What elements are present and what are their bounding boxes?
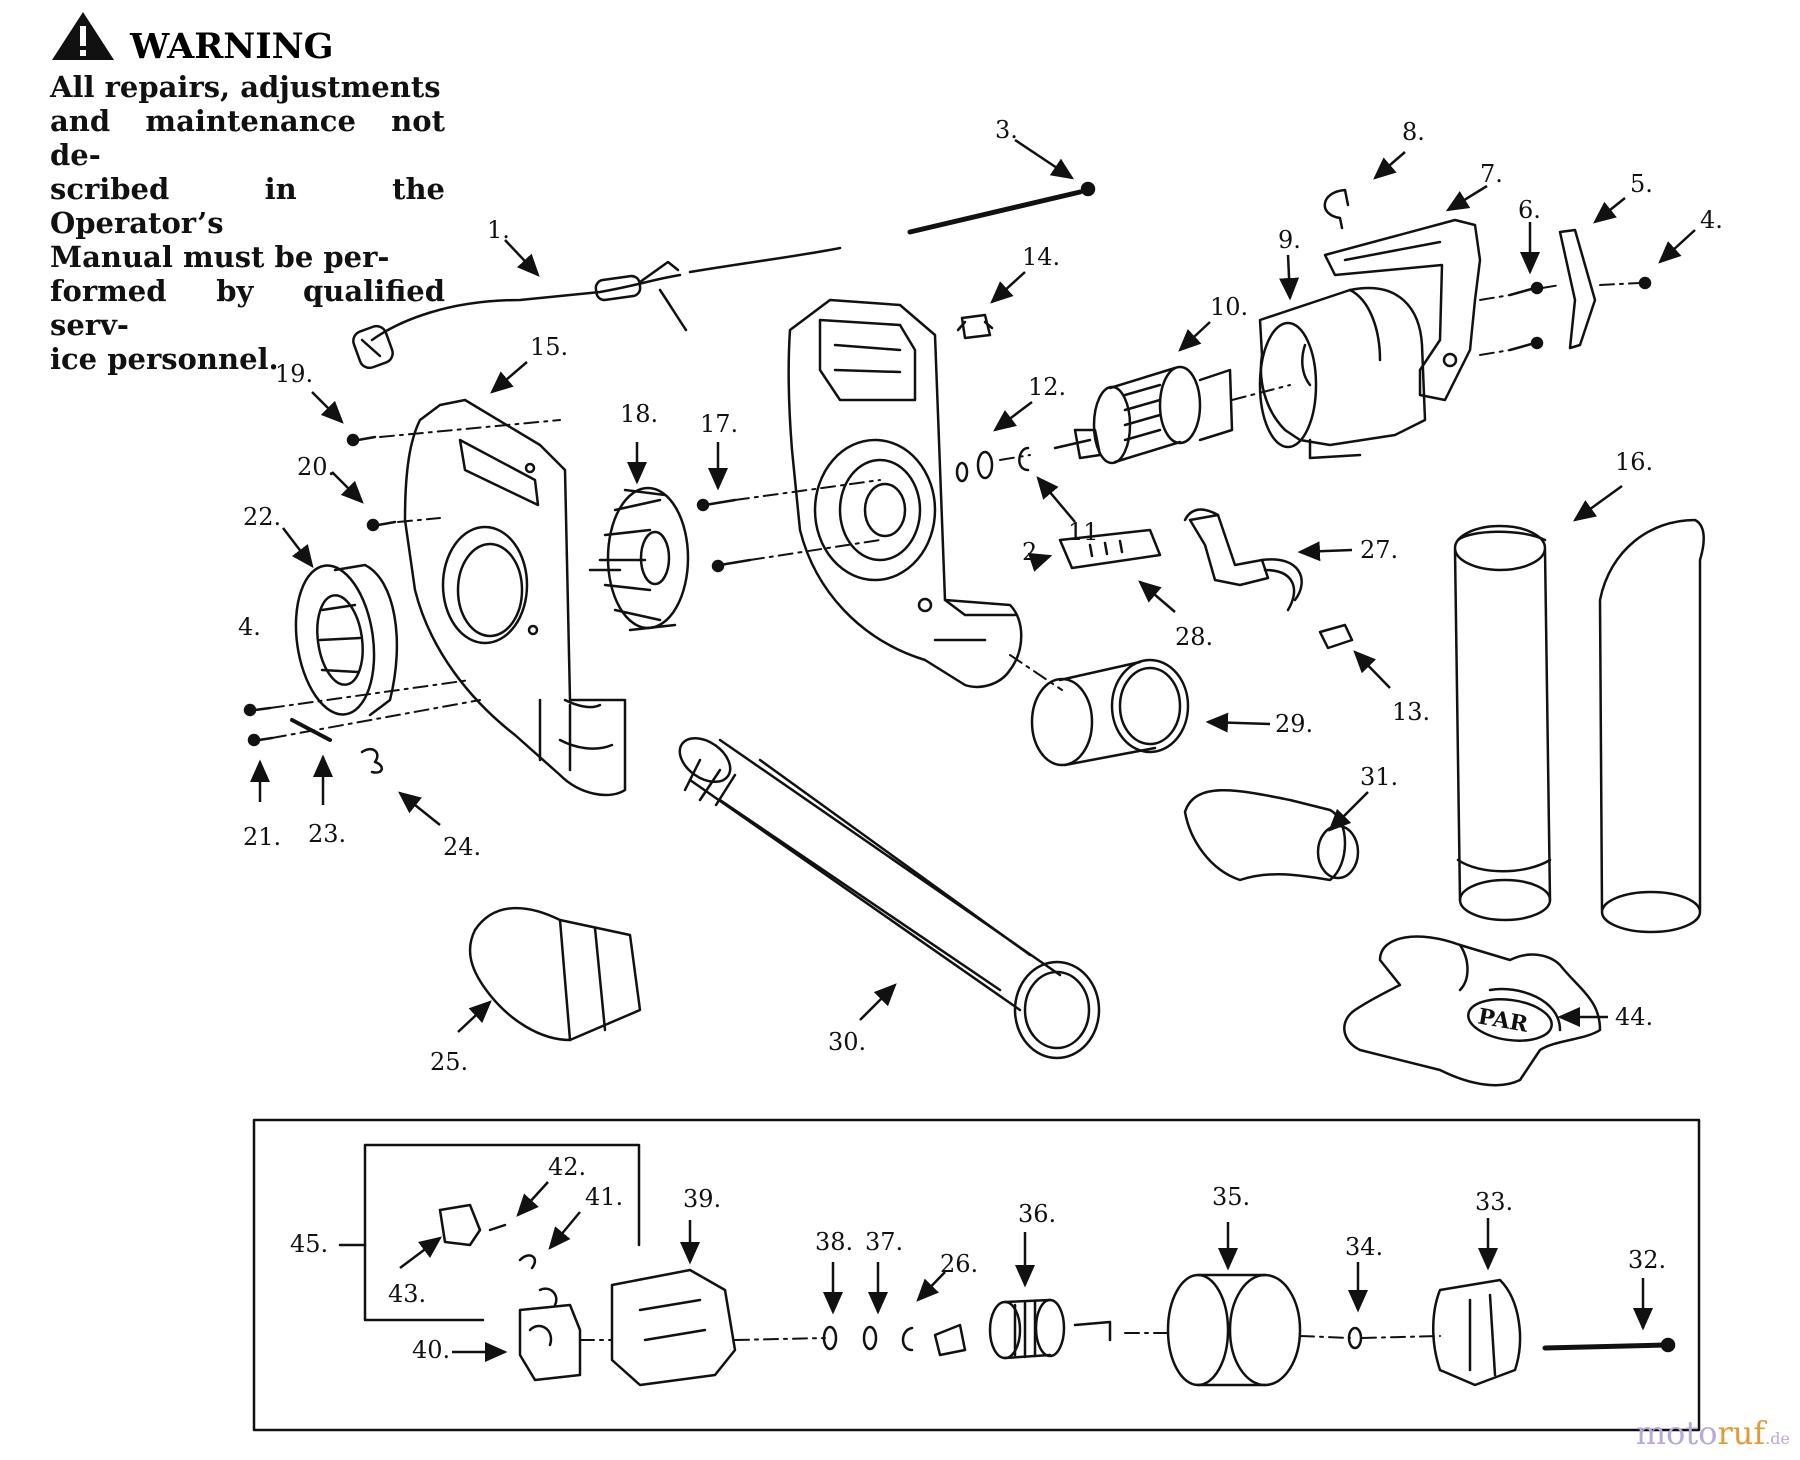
- small-parts-left: [243, 703, 383, 774]
- callout-19: 19.: [275, 360, 313, 388]
- watermark: motoruf.de: [1636, 1414, 1790, 1452]
- washers-part: [955, 446, 1030, 483]
- callout-labels: 1. 2. 3. 4. 4. 5. 6. 7. 8. 9. 10. 11 12.…: [238, 116, 1723, 1364]
- brush-holder-part: [518, 1303, 582, 1382]
- callout-37: 37.: [865, 1228, 903, 1256]
- screw-4-right-part: [1638, 276, 1652, 290]
- callout-22: 22.: [243, 503, 281, 531]
- left-housing-part: [403, 398, 627, 797]
- callout-4-left: 4.: [238, 613, 261, 641]
- kit-box: [252, 1118, 1701, 1432]
- nozzle-part: [468, 906, 642, 1042]
- callout-33: 33.: [1475, 1188, 1513, 1216]
- spring-clip-part: [1323, 188, 1350, 230]
- callout-42: 42.: [548, 1153, 586, 1181]
- callout-9: 9.: [1278, 226, 1301, 254]
- callout-23: 23.: [308, 820, 346, 848]
- callout-34: 34.: [1345, 1233, 1383, 1261]
- screws-19-20-part: [346, 433, 397, 532]
- motor-housing-part: [1258, 286, 1427, 460]
- vacuum-tube-part: [1453, 524, 1552, 922]
- callout-43: 43.: [388, 1280, 426, 1308]
- tie-strap-part: [907, 181, 1096, 235]
- bracket-5-part: [1558, 228, 1597, 350]
- callout-27: 27.: [1360, 536, 1398, 564]
- callout-35: 35.: [1212, 1183, 1250, 1211]
- warning-line-2: and maintenance not de-: [50, 104, 445, 172]
- elbow-part: [1183, 789, 1360, 882]
- callout-32: 32.: [1628, 1246, 1666, 1274]
- callout-36: 36.: [1018, 1200, 1056, 1228]
- blower-tube-part: [1598, 518, 1705, 934]
- callout-8: 8.: [1402, 118, 1425, 146]
- callout-18: 18.: [620, 400, 658, 428]
- callout-21: 21.: [243, 823, 281, 851]
- callout-6: 6.: [1518, 196, 1541, 224]
- field-cylinder-part: [1166, 1273, 1230, 1387]
- callout-16: 16.: [1615, 448, 1653, 476]
- callout-29: 29.: [1275, 710, 1313, 738]
- armature-small-part: [933, 1323, 967, 1357]
- callout-1: 1.: [487, 216, 510, 244]
- switch-part: [1183, 508, 1303, 612]
- callout-45: 45.: [290, 1230, 328, 1258]
- end-housing-part: [610, 1268, 737, 1387]
- callout-39: 39.: [683, 1185, 721, 1213]
- callout-41: 41.: [585, 1183, 623, 1211]
- callout-28: 28.: [1175, 623, 1213, 651]
- watermark-part-1: moto: [1635, 1414, 1718, 1452]
- callout-10: 10.: [1210, 293, 1248, 321]
- callout-14: 14.: [1022, 243, 1060, 271]
- callout-38: 38.: [815, 1228, 853, 1256]
- callout-44: 44.: [1615, 1003, 1653, 1031]
- warning-body: All repairs, adjustments and maintenance…: [50, 70, 445, 376]
- long-tube-part: [678, 736, 1101, 1060]
- watermark-part-3: .de: [1765, 1429, 1790, 1448]
- switch-clip-part: [956, 313, 994, 340]
- callout-4-right: 4.: [1700, 206, 1723, 234]
- callout-2: 2.: [1022, 538, 1045, 566]
- callout-24: 24.: [443, 833, 481, 861]
- screws-17-part: [696, 498, 752, 573]
- right-housing-part: [787, 298, 1023, 689]
- callout-12: 12.: [1028, 373, 1066, 401]
- callout-15: 15.: [530, 333, 568, 361]
- warning-line-3: scribed in the Operator’s: [50, 172, 445, 240]
- warning-line-1: All repairs, adjustments: [50, 70, 441, 104]
- terminal-plug-part: [438, 1203, 482, 1247]
- callout-17: 17.: [700, 410, 738, 438]
- callout-26: 26.: [940, 1250, 978, 1278]
- callout-5: 5.: [1630, 170, 1653, 198]
- callout-20: 20.: [297, 453, 335, 481]
- callout-25: 25.: [430, 1048, 468, 1076]
- warning-line-5: formed by qualified serv-: [50, 274, 445, 342]
- collection-bag-part: [1343, 935, 1602, 1087]
- callout-30: 30.: [828, 1028, 866, 1056]
- screws-6-part: [1508, 281, 1544, 352]
- callout-7: 7.: [1480, 160, 1503, 188]
- warning-title: WARNING: [129, 26, 334, 67]
- assembly-centerlines: [269, 282, 1641, 739]
- warning-header: WARNING: [52, 12, 334, 67]
- warning-line-6: ice personnel.: [50, 342, 279, 376]
- leader-arrows: [250, 138, 1696, 1362]
- callout-40: 40.: [412, 1336, 450, 1364]
- callout-11: 11: [1068, 518, 1099, 546]
- fan-end-part: [1432, 1278, 1522, 1387]
- circuit-card-part: [1058, 528, 1162, 570]
- callout-3: 3.: [995, 116, 1018, 144]
- collar-tube-part: [1030, 658, 1190, 767]
- warning-line-4: Manual must be per-: [50, 240, 390, 274]
- callout-31: 31.: [1360, 763, 1398, 791]
- watermark-part-2: ruf: [1717, 1414, 1766, 1452]
- front-cover-part: [294, 563, 399, 717]
- callout-13: 13.: [1392, 698, 1430, 726]
- handle-bracket-part: [1323, 218, 1482, 402]
- motor-armature-part: [1053, 365, 1234, 465]
- power-cord-part: [352, 246, 842, 370]
- impeller-fan-part: [588, 486, 690, 632]
- wire-nut-part: [1318, 623, 1354, 650]
